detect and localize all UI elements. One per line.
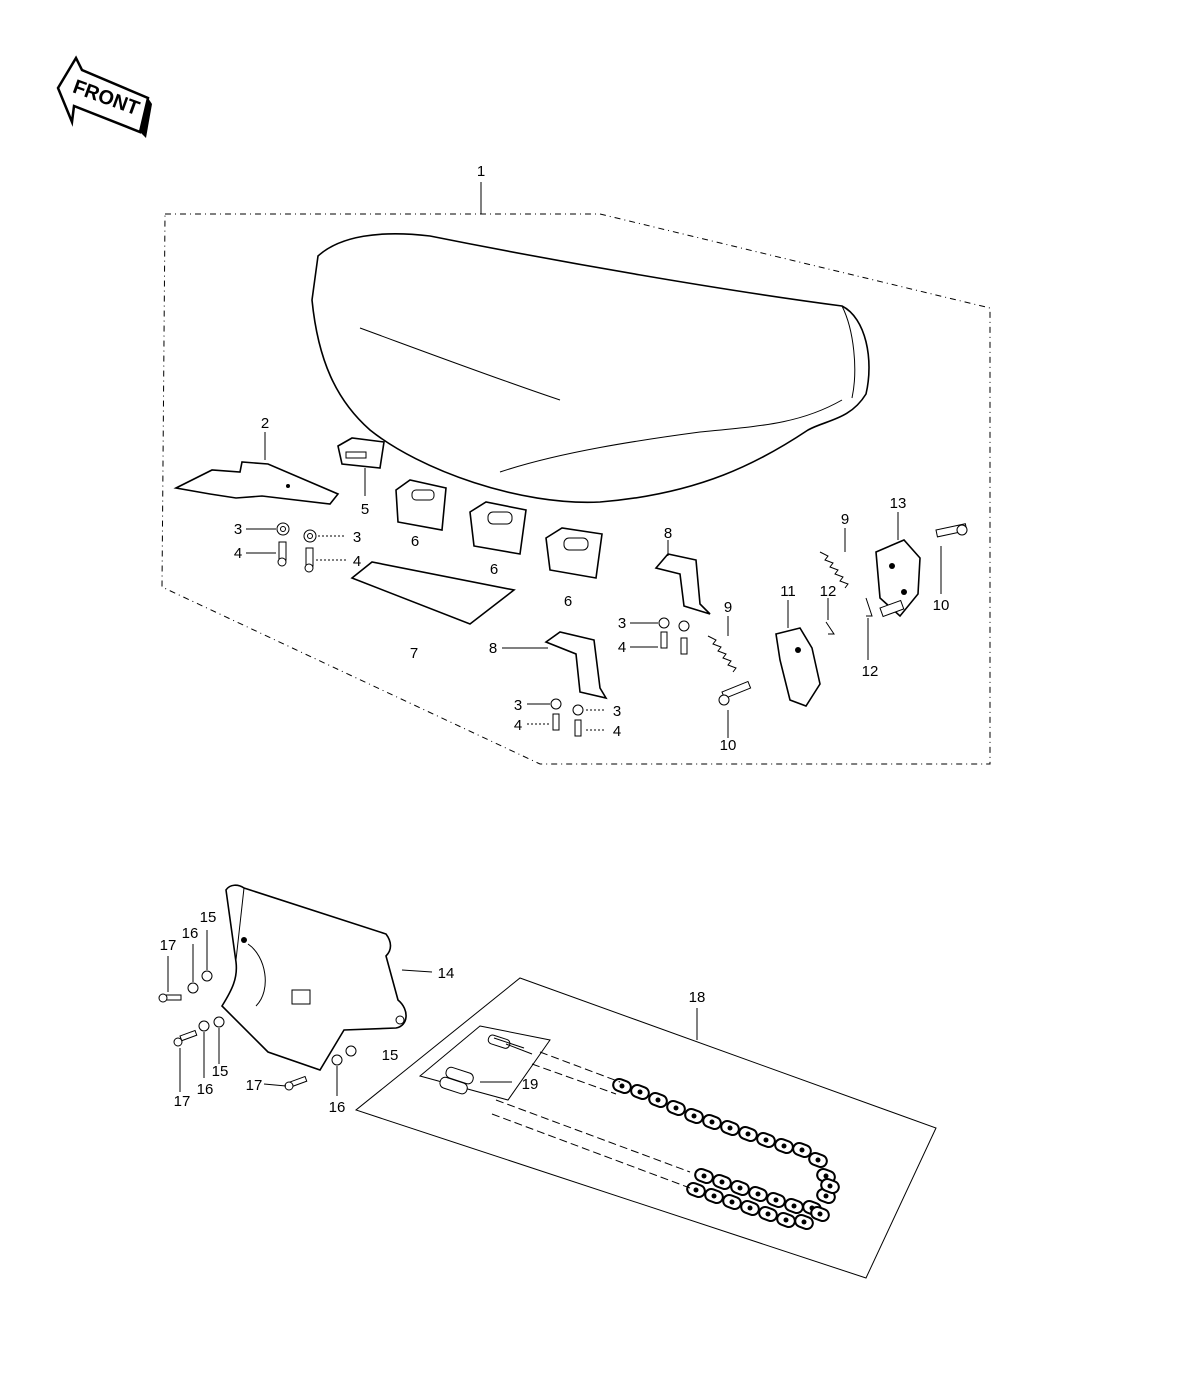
bracket-8a	[654, 553, 711, 615]
leader-lines-guard	[167, 930, 512, 1096]
callout-4c: 4	[618, 639, 626, 656]
callout-9a: 9	[841, 511, 849, 528]
callout-3b: 3	[353, 529, 361, 546]
clip-12a	[825, 621, 835, 635]
washer-3c	[658, 617, 670, 629]
washer-3b	[303, 529, 317, 543]
leader-lines-chain	[491, 1051, 691, 1189]
damper-6c	[545, 527, 603, 579]
callout-3a: 3	[234, 521, 242, 538]
clip-12b	[865, 597, 873, 617]
master-link-kit-19	[418, 1025, 551, 1101]
callout-3e: 3	[613, 703, 621, 720]
callout-16c: 16	[329, 1099, 346, 1116]
leader-lines-seat	[246, 432, 942, 738]
seat-bracket-2	[173, 461, 340, 505]
callout-4b: 4	[353, 553, 361, 570]
washer-16a	[187, 982, 199, 994]
washer-15b	[213, 1016, 225, 1028]
spring-9a	[819, 551, 849, 589]
callout-4e: 4	[613, 723, 621, 740]
bolt-4b	[304, 547, 314, 573]
pin-10b	[718, 680, 752, 706]
callout-17a: 17	[160, 937, 177, 954]
washer-16c	[331, 1054, 343, 1066]
callout-12b: 12	[862, 663, 879, 680]
callout-5: 5	[361, 501, 369, 518]
callout-16b: 16	[197, 1081, 214, 1098]
spring-9b	[707, 635, 737, 673]
damper-5	[337, 437, 385, 469]
washer-3e	[550, 698, 584, 716]
callout-11: 11	[780, 583, 796, 600]
bolt-17c	[284, 1075, 308, 1091]
callout-3d: 3	[514, 697, 522, 714]
bolt-4d	[552, 713, 582, 737]
washer-3d	[678, 620, 690, 632]
chain-guard-14	[220, 884, 407, 1071]
washer-16b	[198, 1020, 210, 1032]
callout-6a: 6	[411, 533, 419, 550]
callout-3c: 3	[618, 615, 626, 632]
callout-18: 18	[689, 989, 706, 1006]
callout-14: 14	[438, 965, 455, 982]
washer-15c	[345, 1045, 357, 1057]
callout-15a: 15	[200, 909, 217, 926]
callout-15b: 15	[212, 1063, 229, 1080]
callout-10b: 10	[720, 737, 737, 754]
callout-2: 2	[261, 415, 269, 432]
hook-plate-11	[775, 627, 821, 707]
chain-group-boundary	[354, 977, 937, 1279]
bolt-4a	[277, 541, 287, 567]
damper-6a	[395, 479, 447, 531]
callout-19: 19	[522, 1076, 539, 1093]
hinge-plate-13	[875, 539, 921, 618]
front-arrow-icon: FRONT	[56, 55, 152, 138]
callout-1: 1	[477, 163, 485, 180]
drive-chain-18	[612, 1077, 840, 1231]
washer-15a	[201, 970, 213, 982]
bolt-4c	[660, 631, 688, 655]
callout-17b: 17	[174, 1093, 191, 1110]
callout-17c: 17	[246, 1077, 263, 1094]
callout-16a: 16	[182, 925, 199, 942]
callout-13: 13	[890, 495, 907, 512]
callout-8a: 8	[664, 525, 672, 542]
bolt-17a	[158, 993, 182, 1003]
seat-group-boundary	[161, 182, 991, 765]
seat-assembly	[311, 233, 870, 504]
bolt-17b	[173, 1029, 198, 1047]
callout-12a: 12	[820, 583, 837, 600]
callout-8b: 8	[489, 640, 497, 657]
callout-4a: 4	[234, 545, 242, 562]
callout-10a: 10	[933, 597, 950, 614]
callout-6b: 6	[490, 561, 498, 578]
pad-7	[350, 561, 516, 625]
callout-7: 7	[410, 645, 418, 662]
callout-4d: 4	[514, 717, 522, 734]
bracket-8b	[544, 631, 608, 700]
callout-9b: 9	[724, 599, 732, 616]
pin-10a	[935, 523, 968, 538]
callout-6c: 6	[564, 593, 572, 610]
callout-15c: 15	[382, 1047, 399, 1064]
damper-6b	[469, 501, 527, 555]
washer-3a	[276, 522, 290, 536]
